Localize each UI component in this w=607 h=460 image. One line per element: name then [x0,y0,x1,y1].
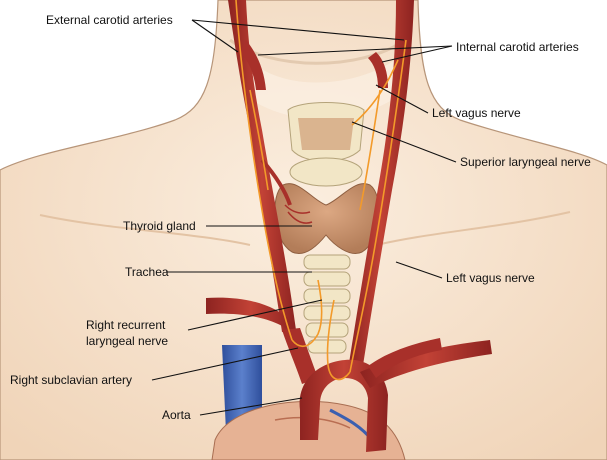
label-left-vagus-nerve-upper: Left vagus nerve [432,106,521,120]
cricoid-cartilage [290,158,362,186]
label-internal-carotid-arteries: Internal carotid arteries [456,40,579,54]
label-aorta: Aorta [162,408,191,422]
label-superior-laryngeal-nerve: Superior laryngeal nerve [460,155,591,169]
label-trachea: Trachea [125,265,169,279]
larynx-muscle-band [298,118,354,150]
label-right-recurrent-line1: Right recurrent [86,318,165,332]
label-thyroid-gland: Thyroid gland [123,219,196,233]
label-left-vagus-nerve-lower: Left vagus nerve [446,271,535,285]
label-external-carotid-arteries: External carotid arteries [46,13,173,27]
label-right-recurrent-line2: laryngeal nerve [86,334,168,348]
label-right-subclavian-artery: Right subclavian artery [10,373,132,387]
